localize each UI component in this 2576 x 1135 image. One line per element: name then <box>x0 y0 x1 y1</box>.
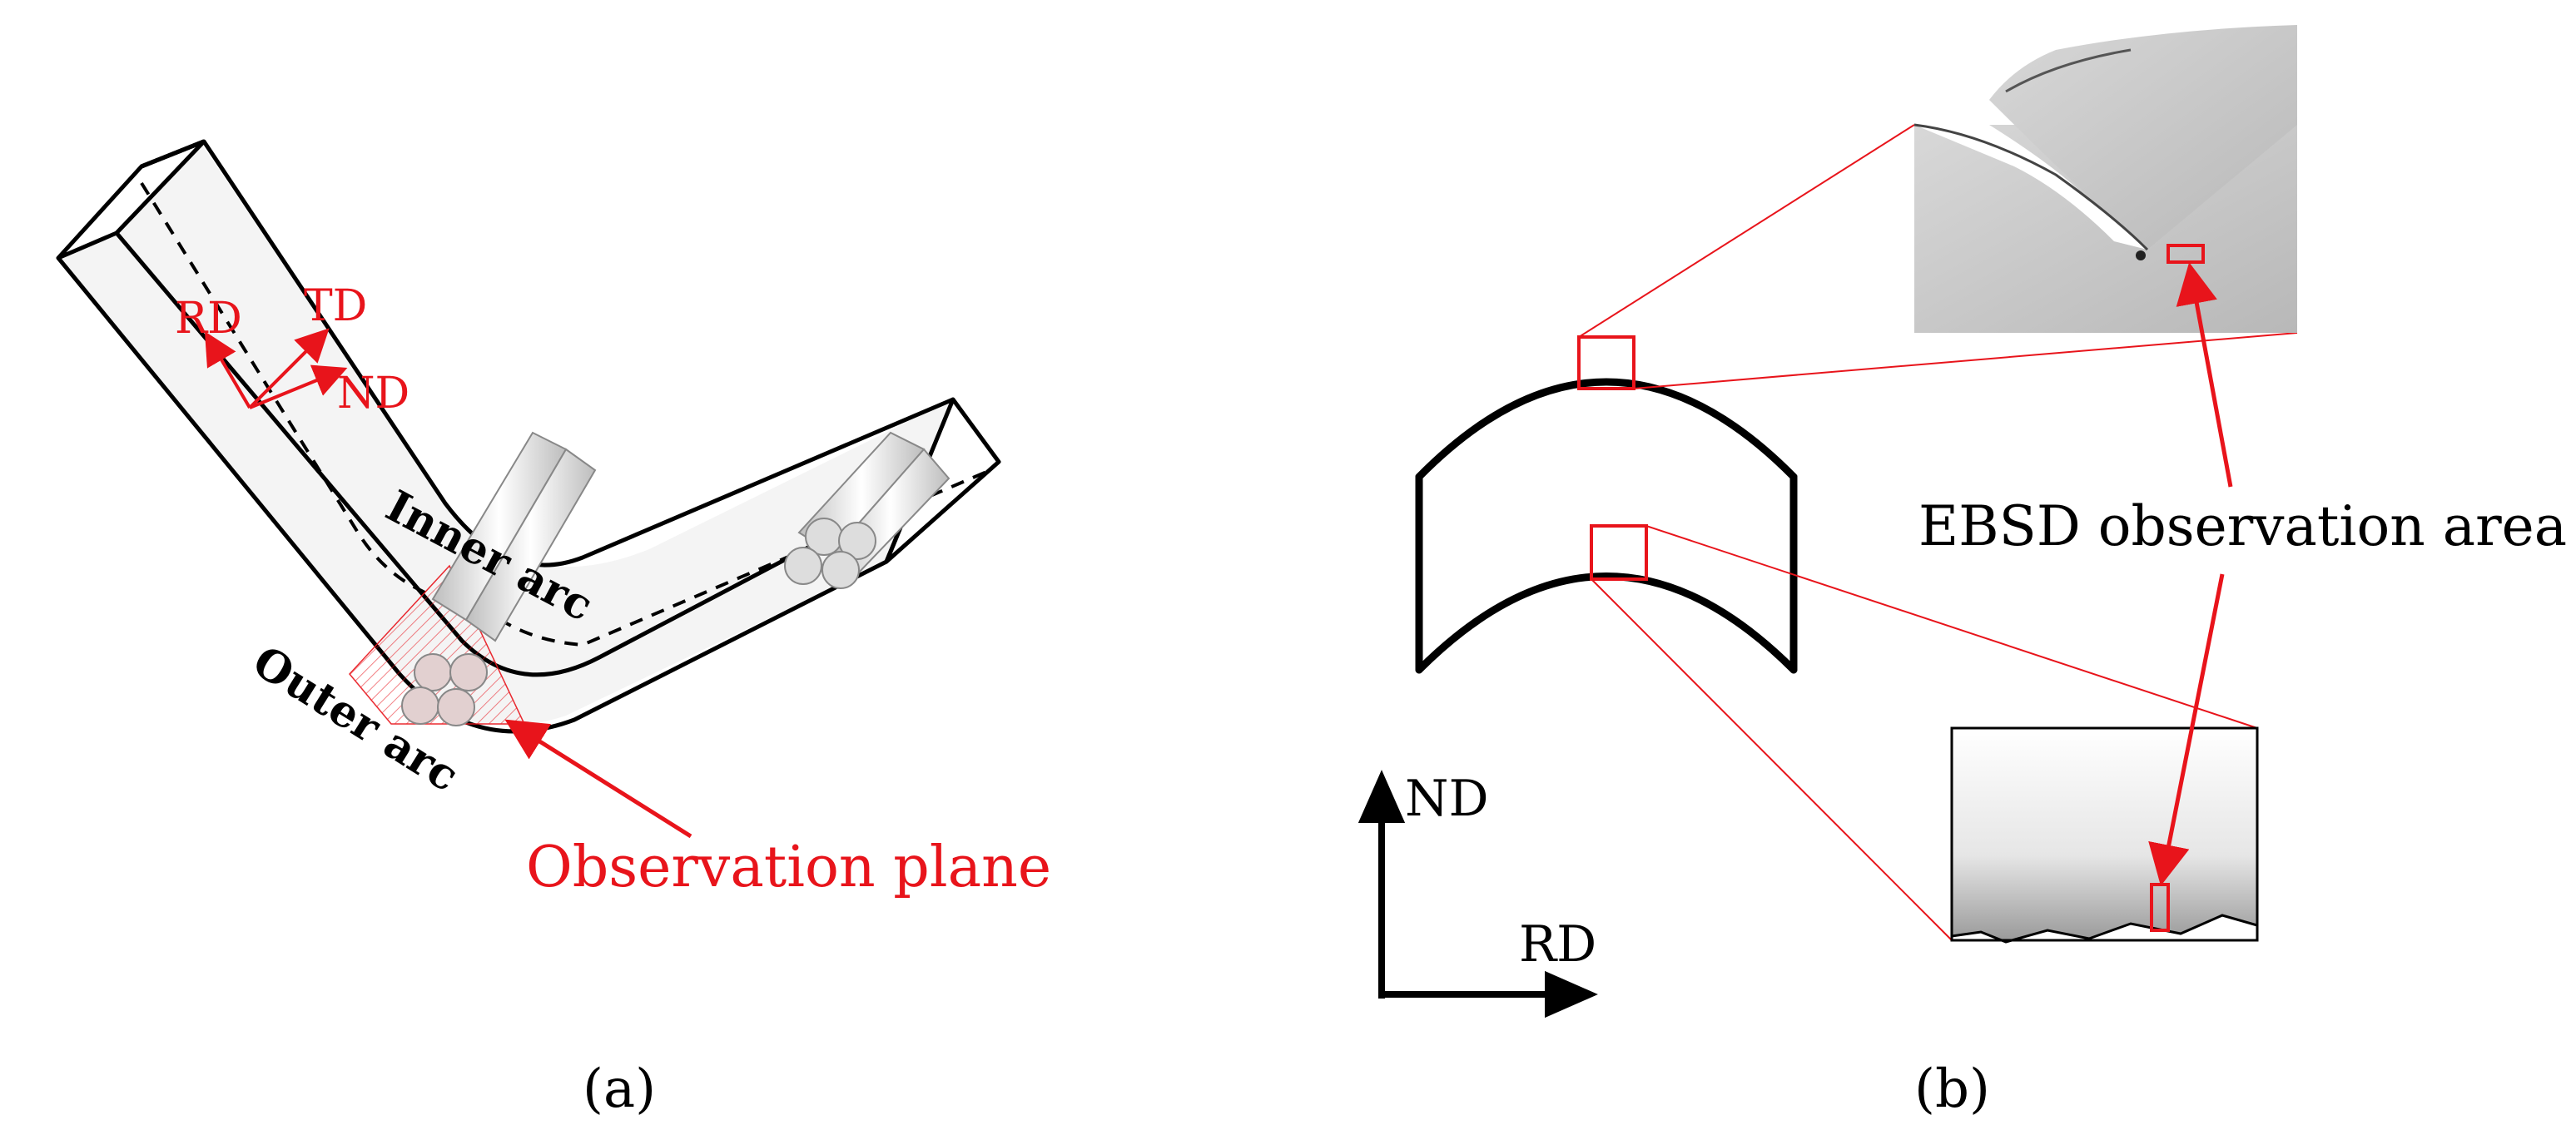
fiber-rods-bend <box>401 431 597 726</box>
ebsd-arrows <box>2148 262 2233 886</box>
panel-a-caption: (a) <box>583 1058 656 1120</box>
micrograph-bottom <box>1950 726 2259 944</box>
rd-axis-label-b: RD <box>1519 915 1596 974</box>
ebsd-observation-label: EBSD observation area <box>1918 494 2567 558</box>
observation-plane-arrow <box>504 719 692 839</box>
zoom-box-top <box>1577 335 1635 390</box>
axis-triad-a <box>204 328 348 409</box>
zoom-box-bottom <box>1590 524 1648 581</box>
panel-b: EBSD observation area ND RD (b) <box>1357 25 2567 1120</box>
zoom-connectors <box>1578 124 2298 941</box>
panel-b-caption: (b) <box>1914 1058 1990 1120</box>
micrograph-top <box>1913 25 2297 333</box>
bent-tube <box>56 139 1001 734</box>
observation-plane-label: Observation plane <box>526 835 1051 900</box>
nd-axis-label-a: ND <box>337 369 409 419</box>
nd-axis-label-b: ND <box>1405 770 1489 828</box>
td-axis-label-a: TD <box>304 281 367 331</box>
axis-triad-b <box>1357 770 1598 1019</box>
ebsd-box-top <box>2167 244 2205 264</box>
panel-a: RD TD ND Inner arc Outer arc Observation… <box>56 139 1051 1120</box>
rd-axis-label-a: RD <box>175 294 242 344</box>
specimen-outline <box>1415 378 1798 674</box>
fiber-rods-end <box>784 431 950 589</box>
